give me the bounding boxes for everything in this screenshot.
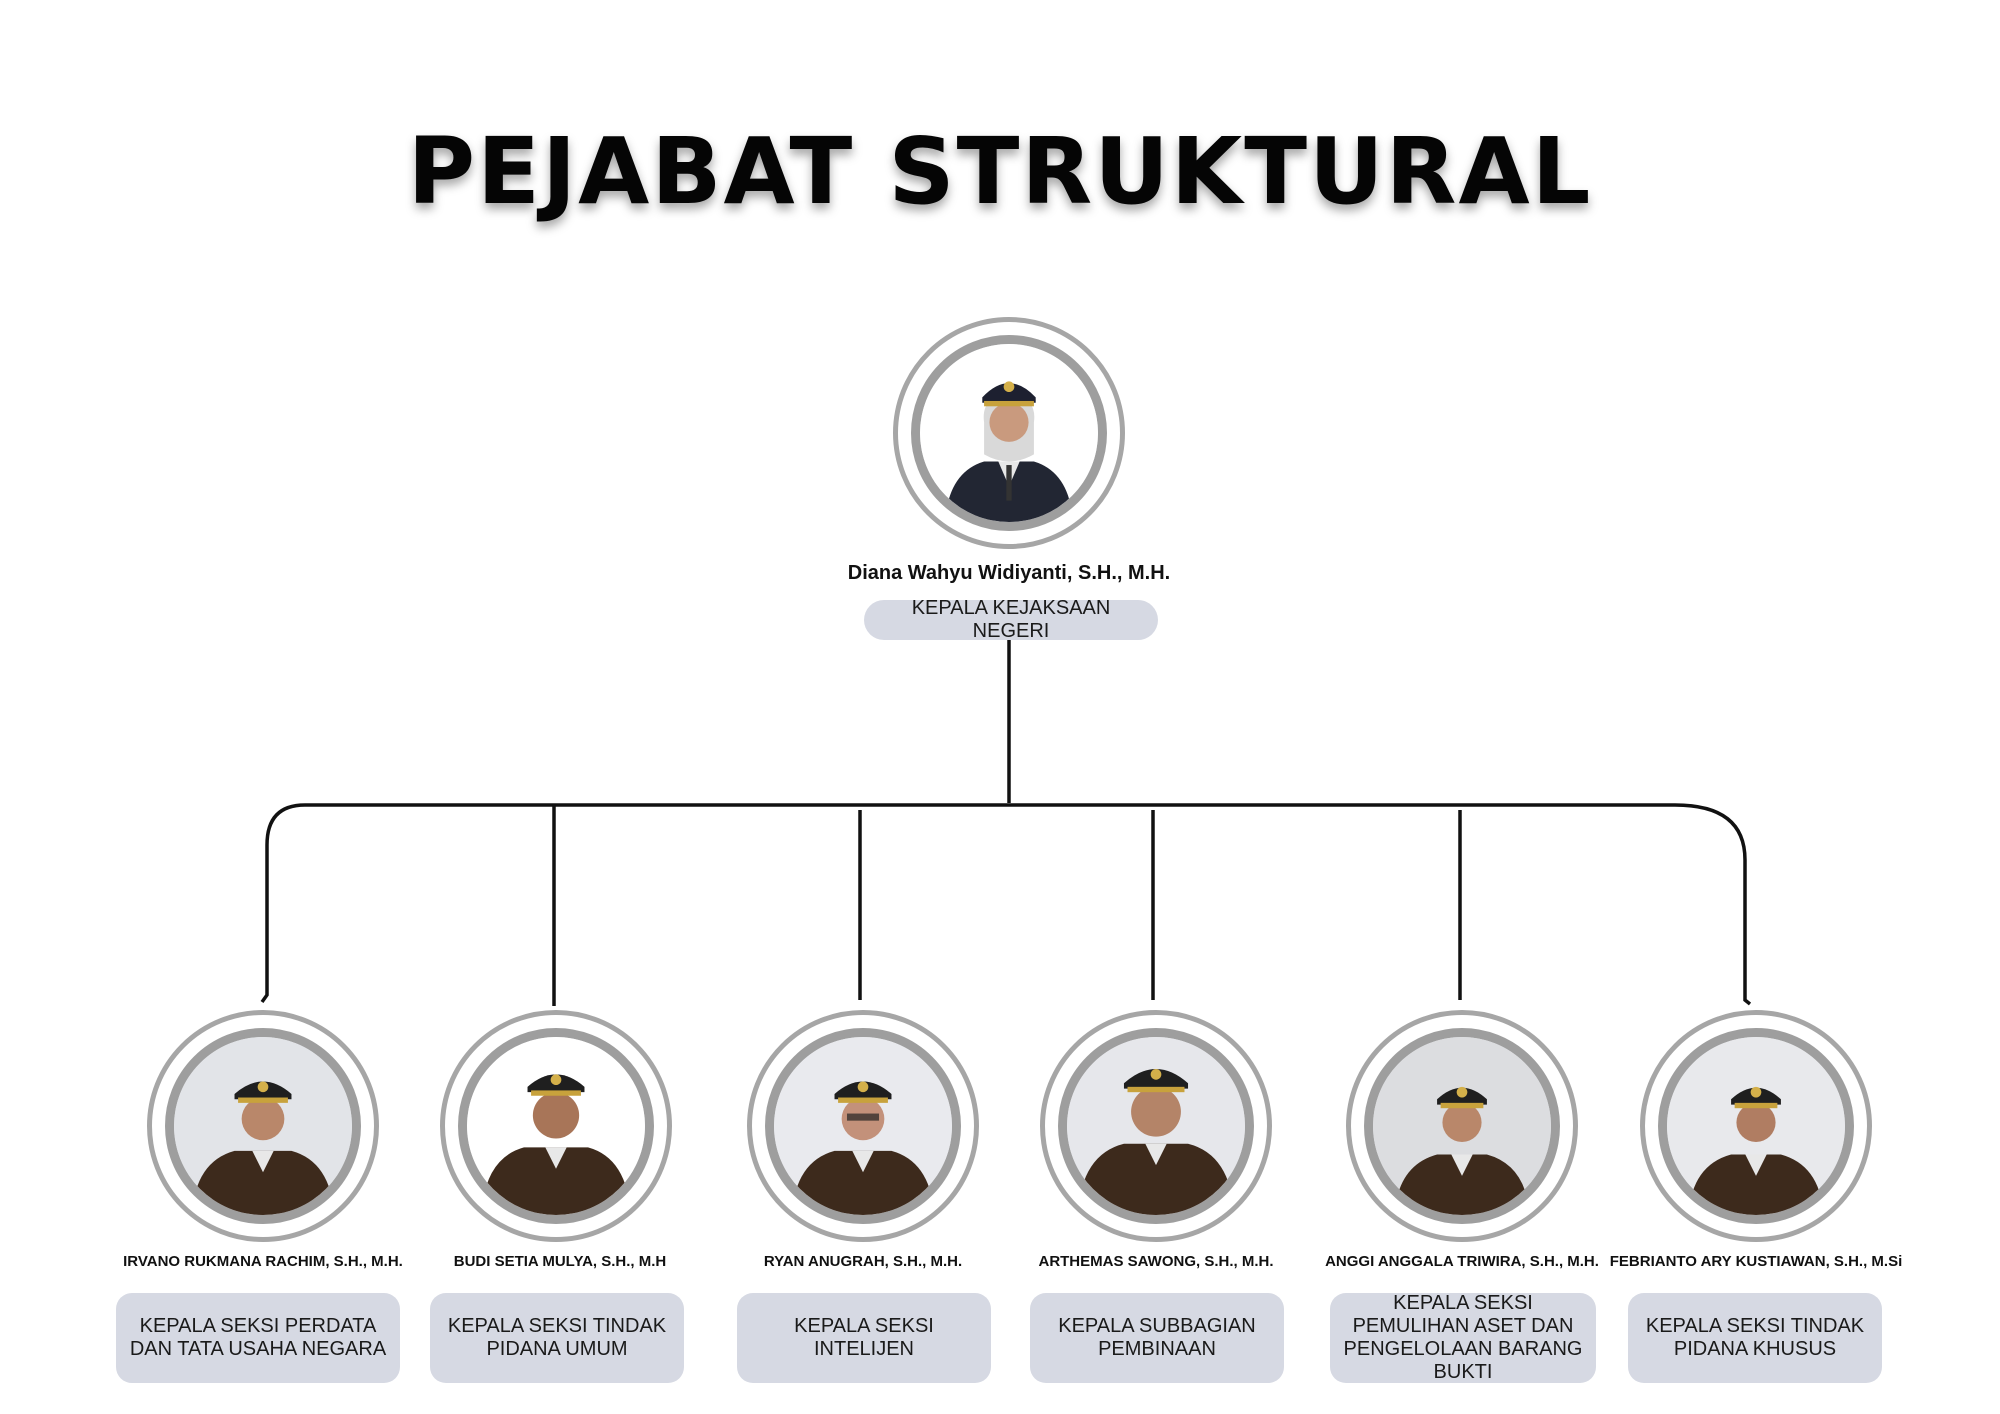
member-name: ANGGI ANGGALA TRIWIRA, S.H., M.H. xyxy=(1325,1253,1599,1270)
member-name: RYAN ANUGRAH, S.H., M.H. xyxy=(763,1253,963,1270)
member-name: BUDI SETIA MULYA, S.H., M.H xyxy=(453,1253,667,1270)
member-name: FEBRIANTO ARY KUSTIAWAN, S.H., M.Si xyxy=(1609,1253,1903,1270)
member-photo xyxy=(1364,1028,1560,1224)
member-role-badge: KEPALA SUBBAGIAN PEMBINAAN xyxy=(1030,1293,1284,1383)
person-avatar-icon xyxy=(174,1037,352,1215)
member-name: ARTHEMAS SAWONG, S.H., M.H. xyxy=(1038,1253,1274,1270)
head-role-badge: KEPALA KEJAKSAAN NEGERI xyxy=(864,597,1158,642)
member-photo xyxy=(165,1028,361,1224)
person-avatar-icon xyxy=(1373,1037,1551,1215)
member-role-badge: KEPALA SEKSI TINDAK PIDANA UMUM xyxy=(430,1293,684,1383)
connector-left-curve xyxy=(260,803,306,1004)
member-name: IRVANO RUKMANA RACHIM, S.H., M.H. xyxy=(123,1253,403,1270)
person-avatar-icon xyxy=(1067,1037,1245,1215)
member-role-badge: KEPALA SEKSI INTELIJEN xyxy=(737,1293,991,1383)
head-photo xyxy=(911,335,1107,531)
person-avatar-icon xyxy=(920,344,1098,522)
connector-right-curve xyxy=(1674,803,1752,1006)
member-photo xyxy=(1658,1028,1854,1224)
person-avatar-icon xyxy=(1667,1037,1845,1215)
member-role-badge: KEPALA SEKSI PEMULIHAN ASET DAN PENGELOL… xyxy=(1330,1292,1596,1383)
member-photo xyxy=(1058,1028,1254,1224)
page-title: PEJABAT STRUKTURAL xyxy=(407,118,1593,225)
member-photo xyxy=(765,1028,961,1224)
person-avatar-icon xyxy=(467,1037,645,1215)
member-photo xyxy=(458,1028,654,1224)
member-role-badge: KEPALA SEKSI PERDATA DAN TATA USAHA NEGA… xyxy=(116,1293,400,1383)
head-name: Diana Wahyu Widiyanti, S.H., M.H. xyxy=(847,562,1171,584)
person-avatar-icon xyxy=(774,1037,952,1215)
member-role-badge: KEPALA SEKSI TINDAK PIDANA KHUSUS xyxy=(1628,1293,1882,1383)
